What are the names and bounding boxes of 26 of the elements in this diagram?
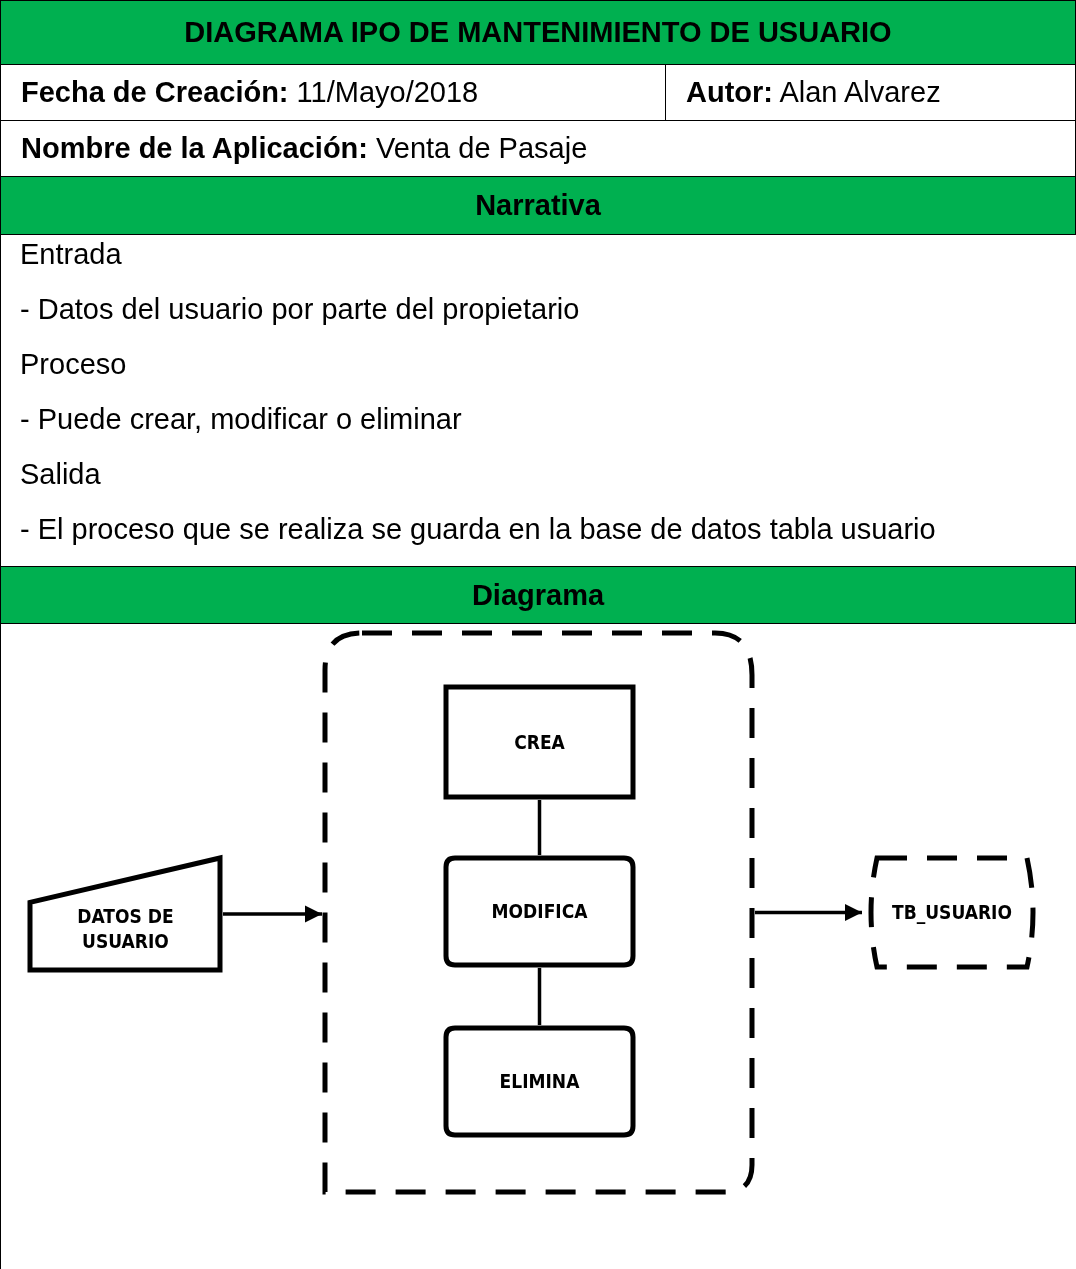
- process-box: [443, 1025, 636, 1138]
- text-line: Entrada: [20, 238, 122, 270]
- table-cell: Nombre de la Aplicación: Venta de Pasaje: [21, 132, 588, 165]
- connector-line: [537, 968, 542, 1025]
- table-cell: Fecha de Creación: 11/Mayo/2018: [21, 76, 479, 109]
- input-shape: [28, 856, 223, 972]
- node-label: DATOS DE USUARIO: [76, 903, 175, 954]
- node-label: CREA: [514, 729, 565, 755]
- process-box: [443, 855, 636, 968]
- arrow: [755, 903, 862, 922]
- table-cell: Autor: Alan Alvarez: [686, 76, 941, 109]
- text-line: Salida: [20, 458, 101, 490]
- text-line: - El proceso que se realiza se guarda en la base de datos tabla usuario: [20, 513, 936, 545]
- section-header: Narrativa: [475, 189, 601, 222]
- node-label: MODIFICA: [491, 899, 588, 924]
- process-box: [443, 684, 636, 800]
- arrow: [223, 905, 322, 923]
- section-header: Diagrama: [471, 578, 605, 612]
- node-label: TB_USUARIO: [892, 900, 1012, 925]
- text-line: - Datos del usuario por parte del propietario: [20, 293, 580, 325]
- table-title: DIAGRAMA IPO DE MANTENIMIENTO DE USUARIO: [0, 0, 1076, 65]
- text-line: Proceso: [20, 348, 127, 380]
- text-line: - Puede crear, modificar o eliminar: [20, 403, 462, 435]
- node-label: ELIMINA: [499, 1069, 580, 1094]
- process-group: [322, 630, 755, 1195]
- connector-line: [537, 800, 542, 855]
